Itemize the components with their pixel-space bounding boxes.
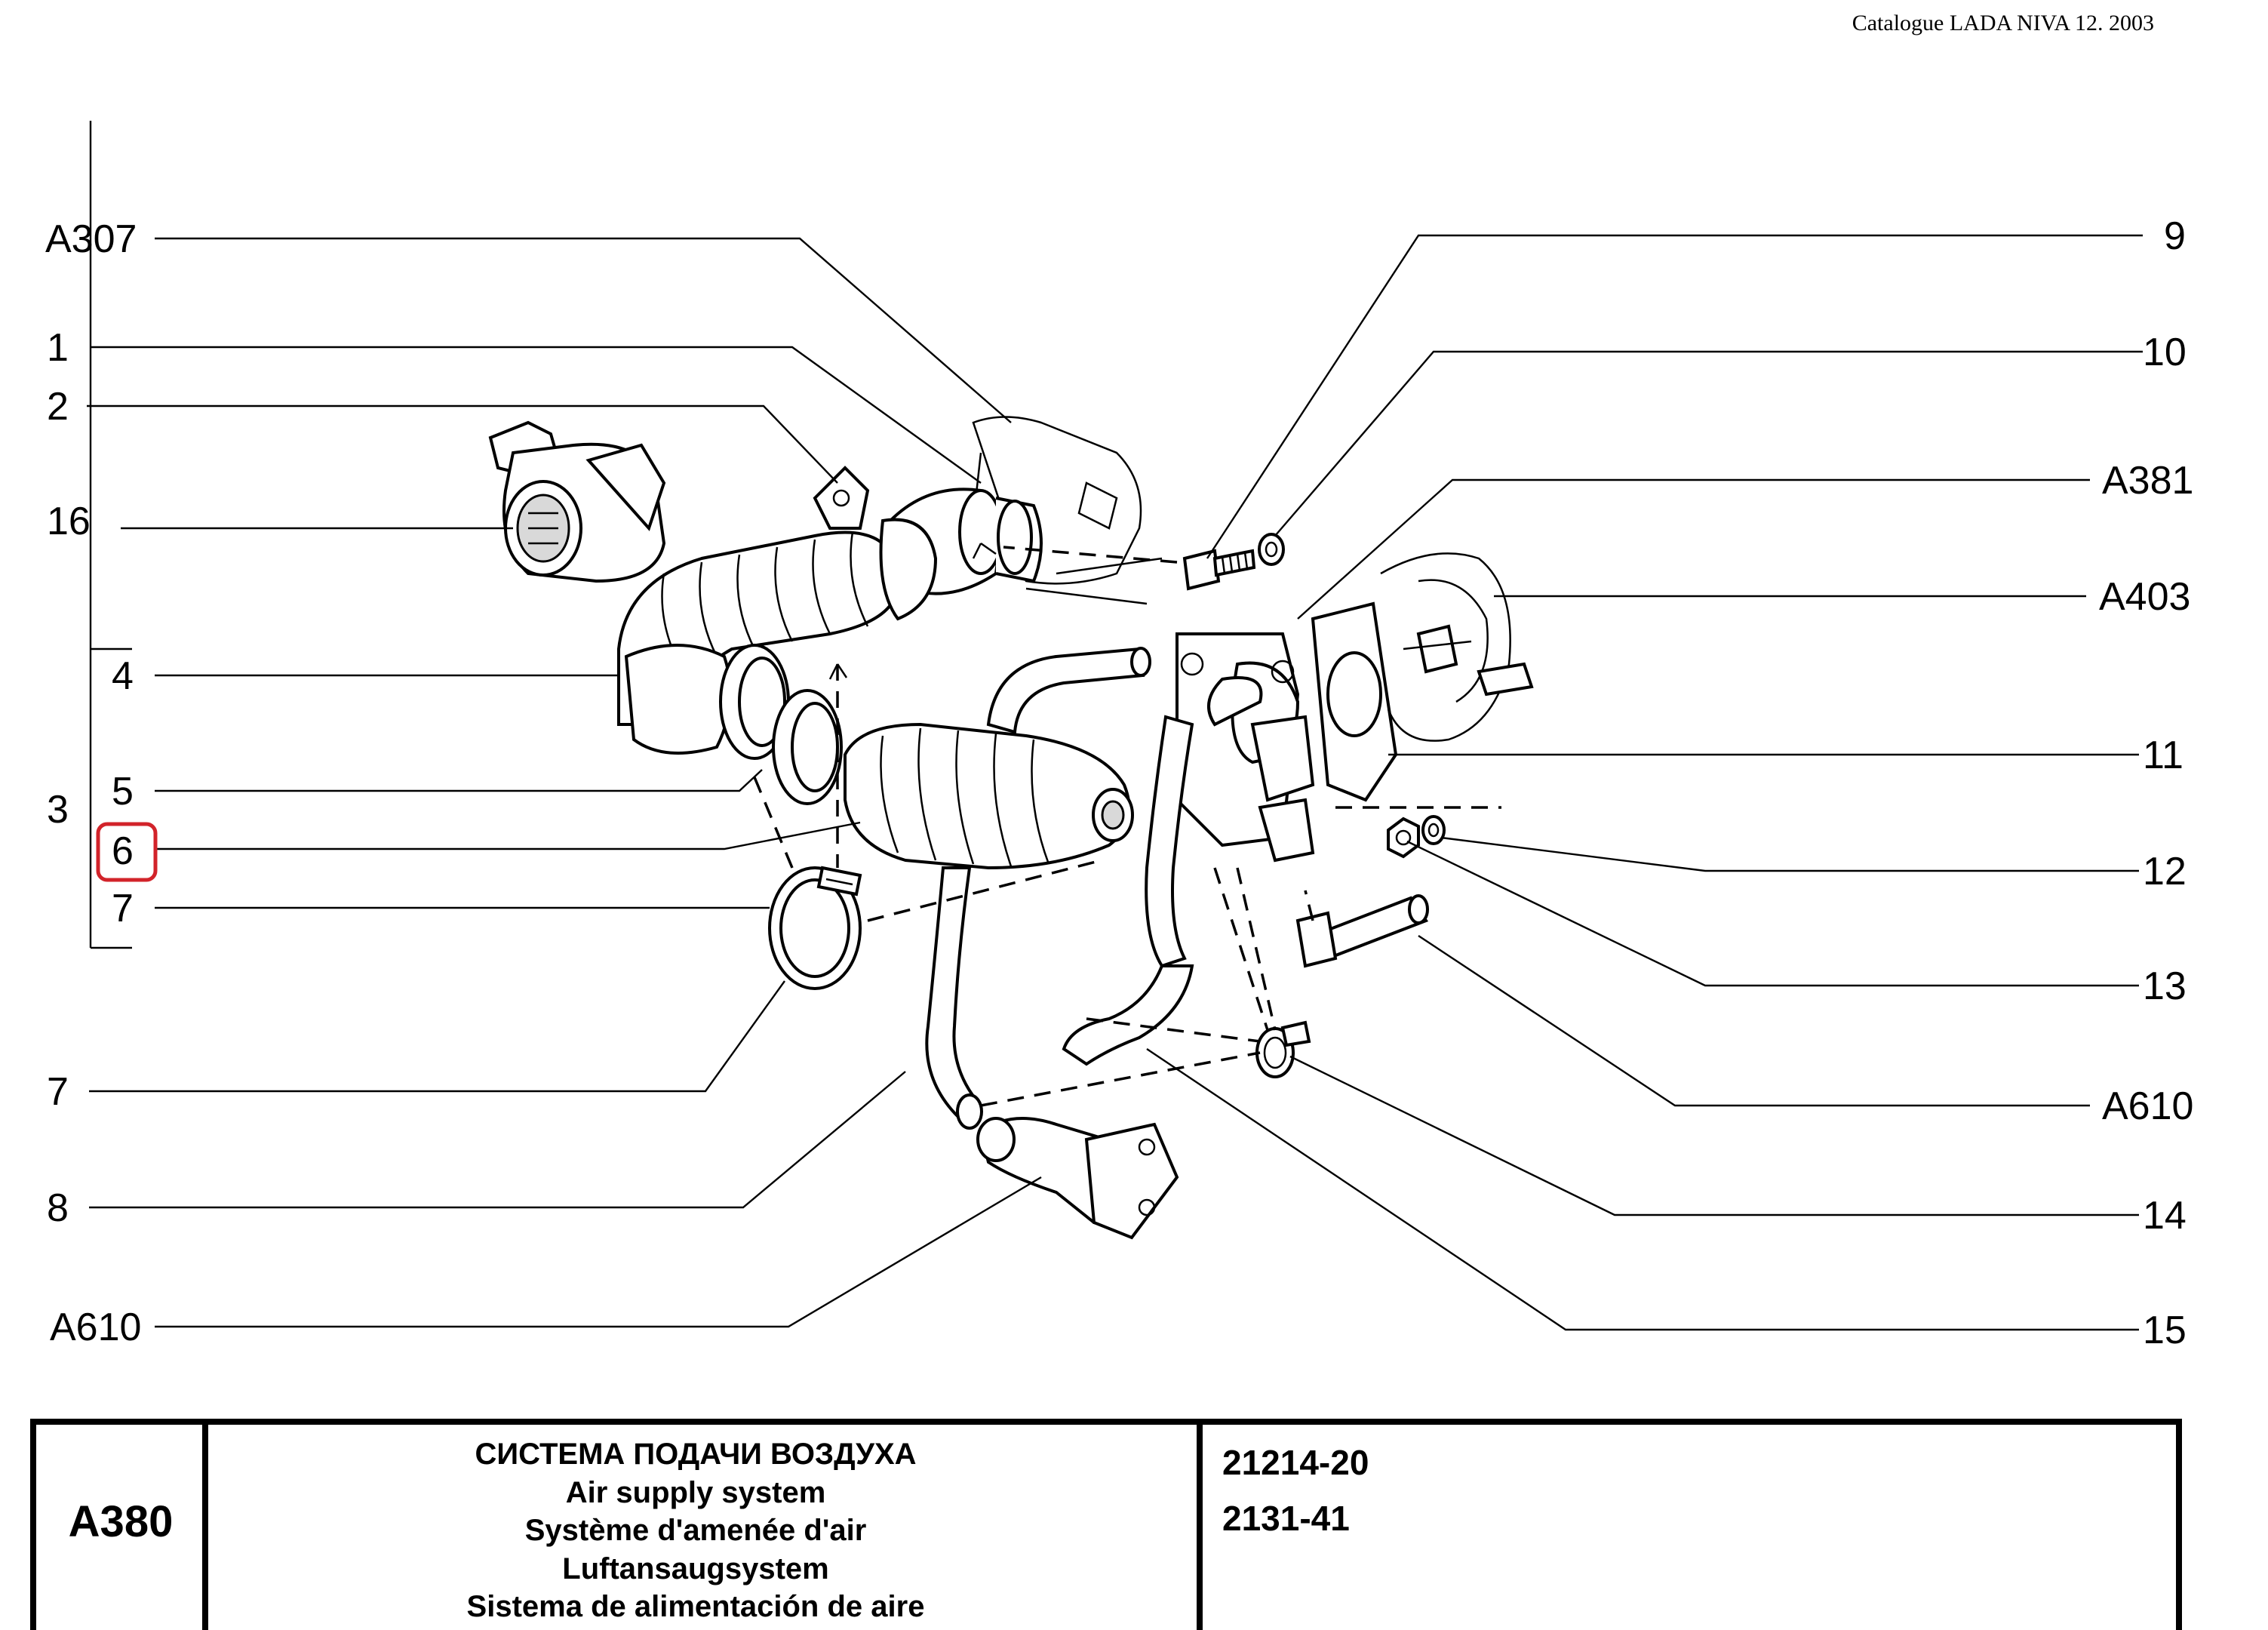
title-de: Luftansaugsystem — [562, 1552, 828, 1585]
leader-lines — [87, 121, 2143, 1331]
washer-12 — [1421, 815, 1446, 845]
model-code-2: 2131-41 — [1222, 1499, 1350, 1538]
callout-11: 11 — [2143, 734, 2183, 777]
assembly-illustration — [488, 416, 1534, 1240]
title-fr: Système d'amenée d'air — [525, 1514, 867, 1547]
hose-clamp-14 — [1255, 1020, 1311, 1078]
callout-a307: A307 — [45, 217, 137, 261]
callout-7-upper: 7 — [112, 887, 134, 930]
sleeve-5 — [719, 644, 843, 805]
callouts-right: 9 10 A381 A403 11 12 13 A610 14 15 — [2099, 214, 2193, 1352]
gasket-plate — [1311, 601, 1398, 802]
assembly-dashed-lines — [753, 542, 1501, 1107]
diagram-code: A380 — [69, 1497, 174, 1546]
bolt-9 — [1182, 549, 1256, 591]
nut-13 — [1387, 817, 1420, 859]
callout-13: 13 — [2143, 964, 2187, 1008]
callout-10: 10 — [2143, 331, 2187, 374]
callout-3: 3 — [47, 788, 69, 832]
air-flow-sensor-16 — [488, 420, 666, 583]
callout-5: 5 — [112, 770, 134, 813]
callout-9: 9 — [2164, 214, 2186, 258]
callout-12: 12 — [2143, 850, 2187, 893]
callout-a381: A381 — [2102, 459, 2193, 503]
callout-15: 15 — [2143, 1309, 2187, 1352]
corrugated-hose-4 — [617, 518, 938, 755]
callout-7-lower: 7 — [47, 1070, 69, 1114]
callout-6-highlight — [96, 822, 158, 882]
engine-outline-a307 — [964, 416, 1163, 605]
catalogue-header: Catalogue LADA NIVA 12. 2003 — [1852, 11, 2154, 35]
callout-a610-left: A610 — [50, 1306, 141, 1349]
callout-a403: A403 — [2099, 575, 2190, 619]
callout-14: 14 — [2143, 1194, 2187, 1238]
title-en: Air supply system — [566, 1476, 826, 1509]
callout-1: 1 — [47, 326, 69, 370]
callout-16: 16 — [47, 500, 91, 543]
callout-4: 4 — [112, 654, 134, 698]
model-code-1: 21214-20 — [1222, 1443, 1369, 1482]
title-es: Sistema de alimentación de aire — [467, 1590, 925, 1623]
throttle-body — [1175, 632, 1315, 863]
receiver-a403 — [1380, 552, 1534, 742]
corrugated-hose-6 — [844, 722, 1134, 870]
callout-2: 2 — [47, 385, 69, 429]
washer-10 — [1258, 533, 1285, 566]
callout-8: 8 — [47, 1186, 69, 1230]
title-ru: СИСТЕМА ПОДАЧИ ВОЗДУХА — [475, 1438, 916, 1471]
callout-a610-right: A610 — [2102, 1084, 2193, 1128]
callouts-left: A307 1 2 16 4 3 5 6 7 7 8 A610 — [45, 217, 158, 1349]
hose-clamp-7 — [768, 866, 862, 990]
hose-15 — [986, 647, 1263, 1066]
fitting-a610-bottom — [976, 1117, 1179, 1240]
hose-8 — [925, 866, 984, 1130]
callout-6: 6 — [112, 829, 134, 873]
bracket-2 — [813, 466, 870, 530]
pipe-a610-right — [1295, 894, 1429, 968]
title-block: A380 СИСТЕМА ПОДАЧИ ВОЗДУХА Air supply s… — [30, 1419, 2182, 1630]
